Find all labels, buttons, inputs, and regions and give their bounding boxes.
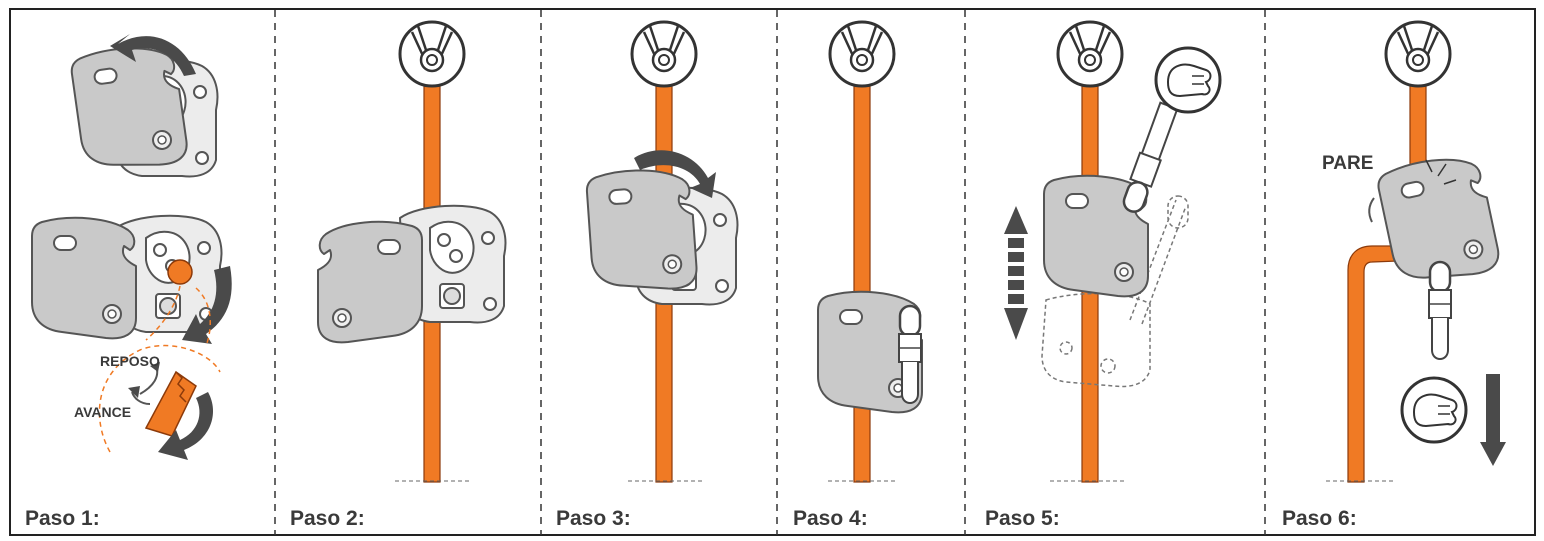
- karabiner-icon: [897, 304, 923, 405]
- device-plate: [317, 220, 423, 344]
- panel-step-5: Paso 5:: [985, 20, 1222, 530]
- anchor-icon: [828, 20, 896, 88]
- impact-lines-icon: [1368, 159, 1457, 223]
- down-arrow: [1480, 374, 1506, 466]
- step-2-label: Paso 2:: [290, 507, 365, 530]
- panel-step-3: Paso 3:: [556, 20, 739, 530]
- step-4-label: Paso 4:: [793, 507, 868, 530]
- rotate-clockwise-arrow: [634, 150, 716, 198]
- panel-step-4: Paso 4:: [793, 20, 923, 530]
- karabiner-icon: [1427, 260, 1453, 361]
- rope: [1347, 83, 1427, 483]
- karabiner-icon: [1122, 101, 1179, 213]
- rotate-counterclockwise-arrow: [110, 34, 196, 76]
- rope: [853, 83, 871, 483]
- anchor-icon: [1056, 20, 1124, 88]
- anchor-icon: [630, 20, 698, 88]
- device-closed-illustration: [31, 214, 223, 340]
- pare-label: PARE: [1322, 153, 1373, 174]
- device-plate: [584, 165, 699, 296]
- panel-step-1: REPOSO AVANCE Paso 1:: [25, 34, 232, 530]
- hand-pull-icon: [1154, 46, 1222, 114]
- step-3-label: Paso 3:: [556, 507, 631, 530]
- up-down-dashed-arrow: [1004, 206, 1028, 340]
- anchor-icon: [1384, 20, 1452, 88]
- panel-step-6: PARE Paso 6:: [1282, 20, 1506, 530]
- reposo-label: REPOSO: [100, 353, 160, 369]
- avance-label: AVANCE: [74, 404, 131, 420]
- rotate-clockwise-arrow: [182, 266, 232, 344]
- device-opening-illustration: [68, 40, 219, 178]
- outer-frame: [9, 8, 1536, 536]
- step-5-label: Paso 5:: [985, 507, 1060, 530]
- cam-detail-illustration: [98, 344, 221, 453]
- advance-direction-arrow: [158, 392, 214, 460]
- step-6-label: Paso 6:: [1282, 507, 1357, 530]
- panel-step-2: Paso 2:: [290, 20, 507, 530]
- step-1-label: Paso 1:: [25, 507, 100, 530]
- hand-pull-icon: [1400, 376, 1468, 444]
- zoom-guide-line: [145, 285, 211, 347]
- anchor-icon: [398, 20, 466, 88]
